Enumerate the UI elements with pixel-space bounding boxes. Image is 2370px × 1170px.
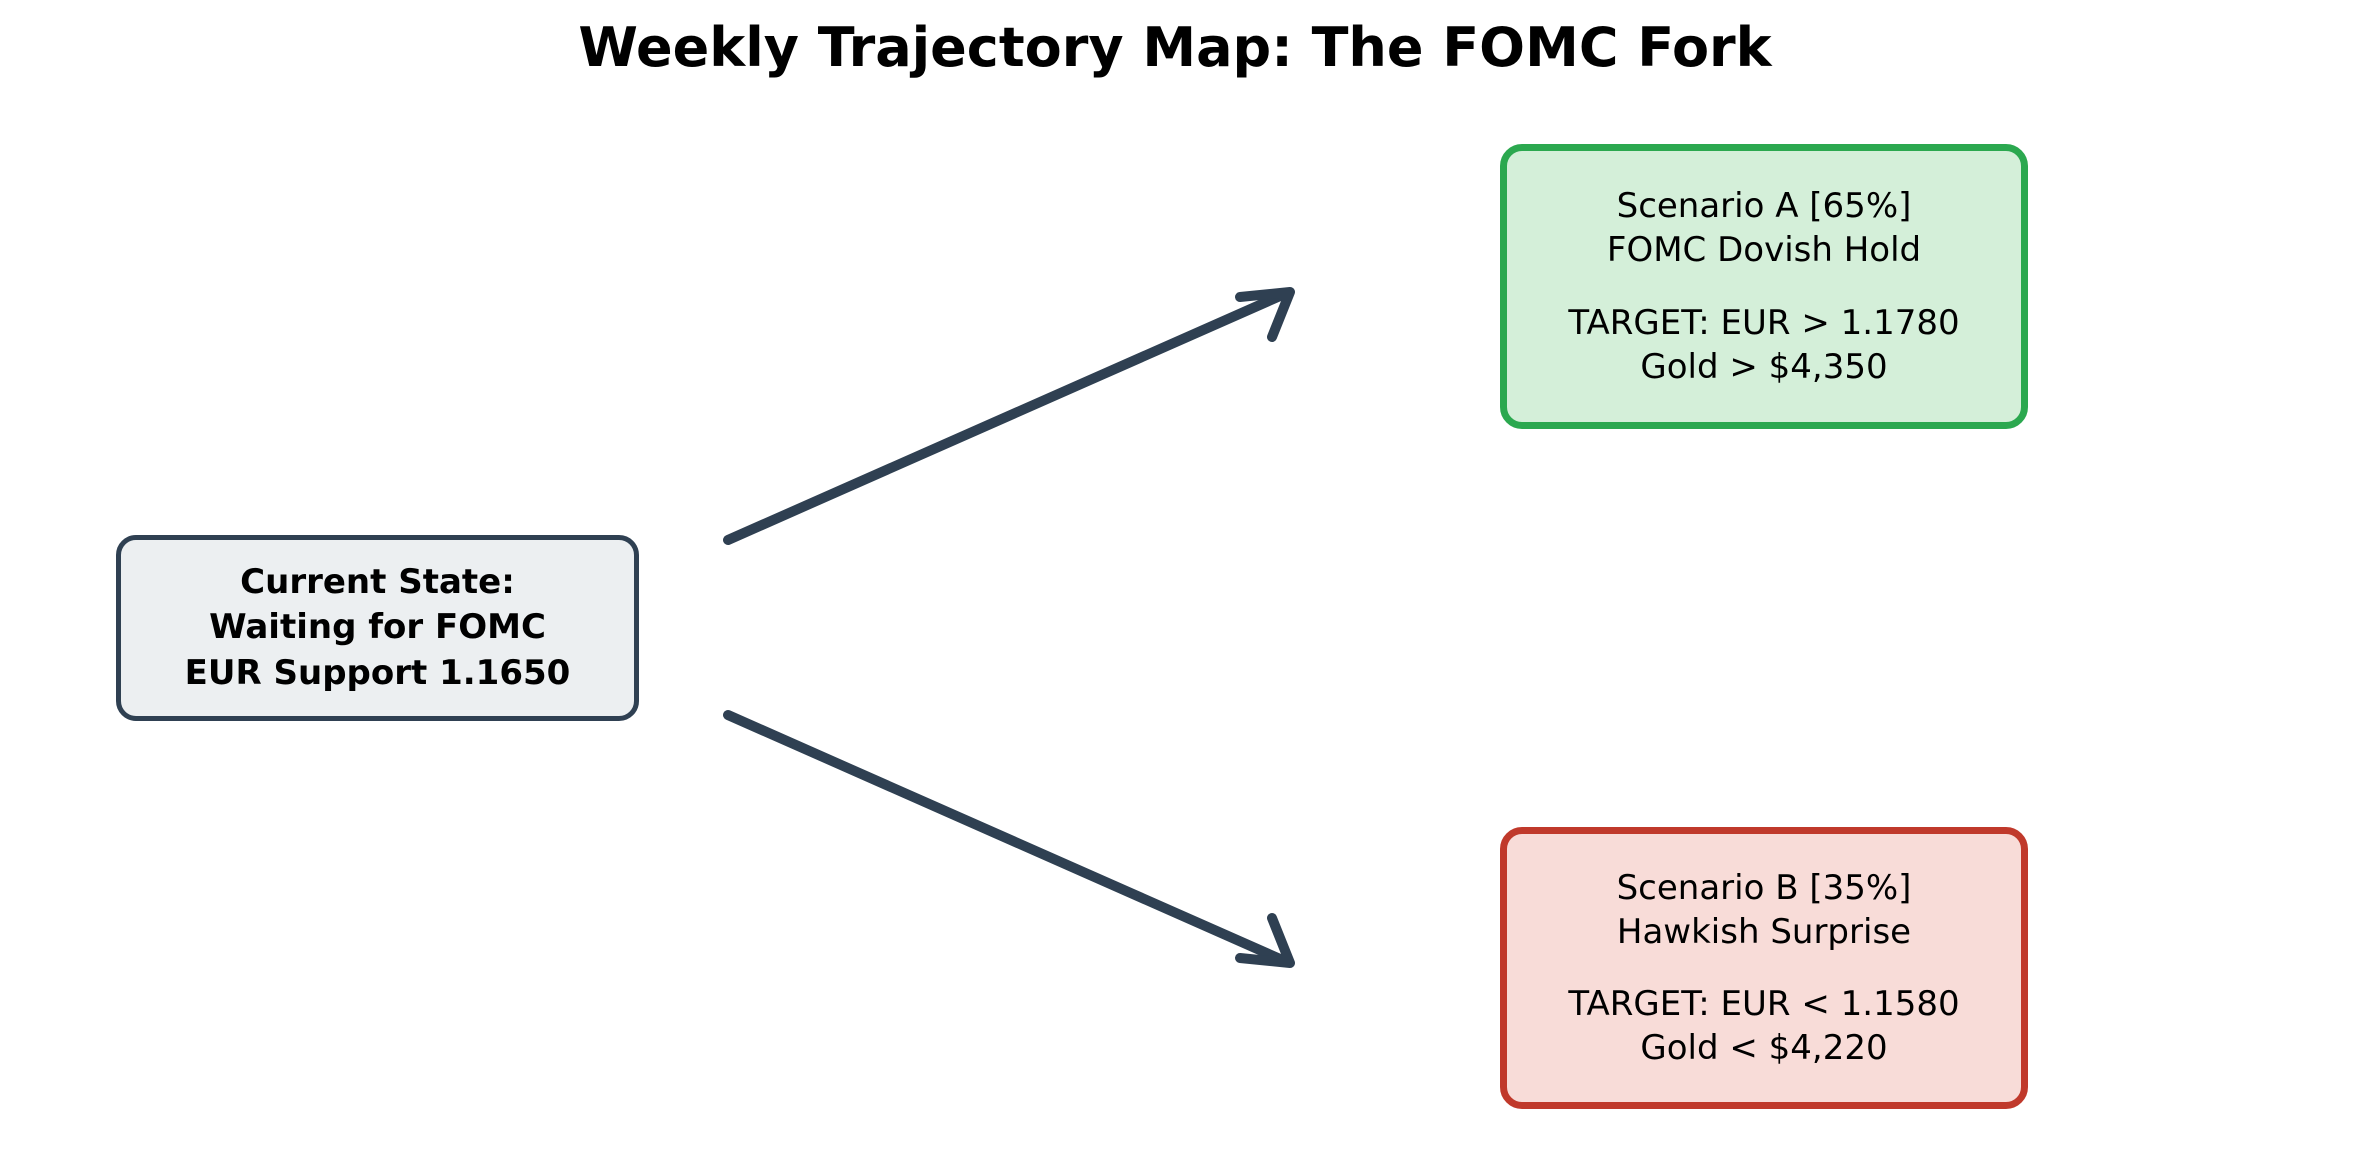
current-state-line-2: Waiting for FOMC (209, 607, 546, 648)
node-scenario-a[interactable]: Scenario A [65%] FOMC Dovish Hold TARGET… (1500, 144, 2028, 429)
scenario-a-target-gold: Gold > $4,350 (1640, 346, 1888, 387)
scenario-a-target-eur: TARGET: EUR > 1.1780 (1568, 302, 1960, 343)
page-title: Weekly Trajectory Map: The FOMC Fork (0, 16, 2370, 79)
page-title-text: Weekly Trajectory Map: The FOMC Fork (578, 16, 1772, 79)
scenario-a-heading: Scenario A [65%] (1616, 186, 1912, 227)
scenario-b-heading: Scenario B [35%] (1616, 867, 1912, 908)
scenario-a-subtitle: FOMC Dovish Hold (1606, 230, 1922, 271)
node-current-state[interactable]: Current State: Waiting for FOMC EUR Supp… (116, 535, 639, 721)
node-scenario-b[interactable]: Scenario B [35%] Hawkish Surprise TARGET… (1500, 827, 2028, 1109)
current-state-line-3: EUR Support 1.1650 (184, 652, 571, 693)
arrow-to-scenario-a (723, 287, 1295, 545)
current-state-line-1: Current State: (240, 562, 515, 603)
arrow-to-scenario-b (723, 710, 1295, 968)
scenario-b-target-gold: Gold < $4,220 (1640, 1028, 1888, 1069)
scenario-b-target-eur: TARGET: EUR < 1.1580 (1568, 984, 1960, 1024)
scenario-b-subtitle: Hawkish Surprise (1616, 911, 1912, 952)
